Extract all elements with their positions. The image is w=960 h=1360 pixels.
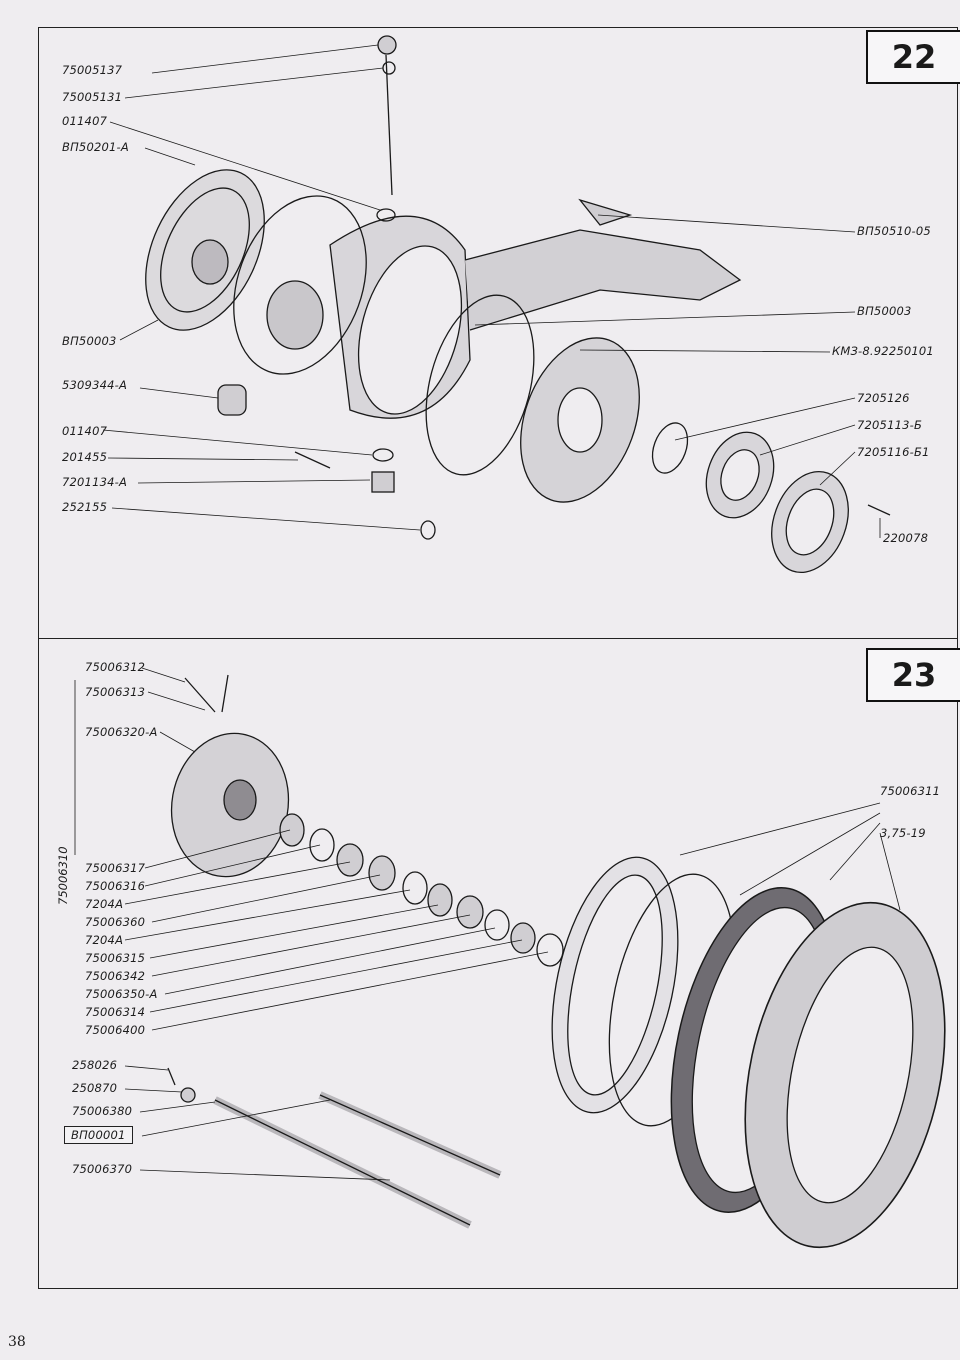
wheel-hub: [170, 732, 290, 878]
tire: [744, 901, 946, 1249]
label-23-a4: ВП00001: [64, 1126, 133, 1144]
seal-ring-1: [705, 431, 775, 519]
housing-body: [266, 198, 742, 419]
label-22-6: 5309344-А: [62, 378, 128, 392]
label-22-r7: 220078: [883, 531, 929, 545]
label-23-s9: 75006314: [85, 1005, 146, 1019]
axle: [167, 674, 502, 1229]
label-22-8: 201455: [62, 450, 108, 464]
label-22-r5: 7205113-Б: [857, 418, 923, 432]
label-23-vertical: 75006310: [56, 846, 70, 905]
label-22-r4: 7205126: [857, 391, 910, 405]
label-23-s1: 75006317: [85, 861, 146, 875]
label-23-r2: 3,75-19: [880, 826, 926, 840]
label-23-r1: 75006311: [880, 784, 941, 798]
label-22-5: ВП50003: [62, 334, 117, 348]
label-23-s4: 75006360: [85, 915, 146, 929]
label-23-s6: 75006315: [85, 951, 146, 965]
label-23-s7: 75006342: [85, 969, 146, 983]
label-23-a3: 75006380: [72, 1104, 133, 1118]
figure-22-number: 22: [866, 30, 960, 84]
label-23-t1: 75006312: [85, 660, 146, 674]
figure-divider: [38, 638, 958, 639]
rim: [551, 856, 736, 1127]
figure-23-number: 23: [866, 648, 960, 702]
o-ring: [651, 422, 689, 474]
small-parts-22: [217, 35, 891, 540]
label-23-s3: 7204А: [85, 897, 124, 911]
label-22-3: 011407: [62, 114, 108, 128]
page-number: 38: [8, 1334, 26, 1350]
label-22-r6: 7205116-Б1: [857, 445, 930, 459]
bearing-stack: [279, 813, 564, 967]
label-23-t2: 75006313: [85, 685, 146, 699]
label-22-1: 75005137: [62, 63, 123, 77]
brake-cover: [520, 337, 640, 503]
label-22-4: ВП50201-А: [62, 140, 129, 154]
final-drive-cover: [145, 169, 265, 331]
label-23-s5: 7204А: [85, 933, 124, 947]
label-23-s10: 75006400: [85, 1023, 146, 1037]
label-23-s8: 75006350-А: [85, 987, 158, 1001]
label-23-a2: 250870: [72, 1081, 118, 1095]
label-23-a5: 75006370: [72, 1162, 133, 1176]
label-22-7: 011407: [62, 424, 108, 438]
gasket-right: [425, 294, 535, 476]
label-22-2: 75005131: [62, 90, 123, 104]
seal-ring-2: [771, 470, 849, 574]
label-22-r2: ВП50003: [857, 304, 912, 318]
label-22-10: 252155: [62, 500, 108, 514]
label-23-t3: 75006320-А: [85, 725, 158, 739]
label-23-a1: 258026: [72, 1058, 118, 1072]
label-22-r1: ВП50510-05: [857, 224, 931, 238]
gasket-left: [233, 195, 367, 375]
label-22-9: 7201134-А: [62, 475, 128, 489]
label-23-s2: 75006316: [85, 879, 146, 893]
label-22-r3: КМЗ-8.92250101: [832, 344, 934, 358]
